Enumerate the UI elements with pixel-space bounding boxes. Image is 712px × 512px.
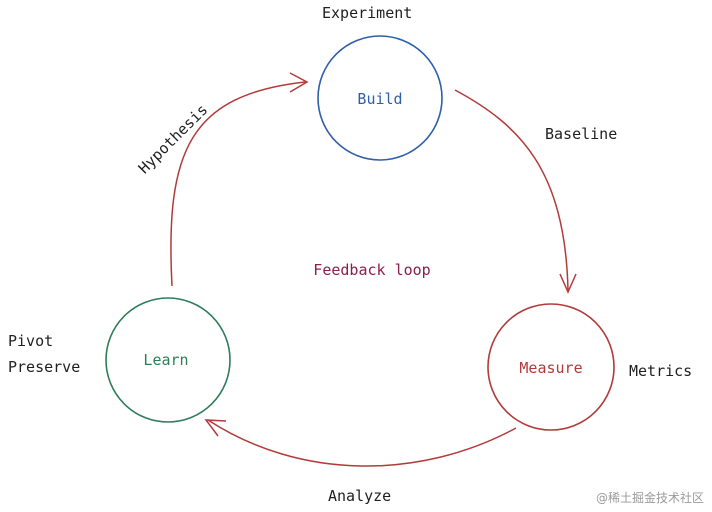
build-node-circle [317,35,443,161]
experiment-label: Experiment [322,4,413,22]
edge-build-to-measure [454,89,569,291]
learn-node-circle [105,297,231,423]
pivot-label: Pivot [8,332,54,350]
arrowhead-learn [204,419,227,437]
feedback-loop-label: Feedback loop [313,261,431,279]
preserve-label: Preserve [8,358,81,376]
analyze-label: Analyze [328,487,392,505]
edge-measure-to-learn [207,419,517,467]
baseline-label: Baseline [545,125,618,143]
learn-node-label: Learn [143,351,189,369]
build-node-label: Build [357,90,403,108]
arrowhead-measure [559,273,577,294]
edge-learn-to-build [170,81,306,287]
measure-node-label: Measure [519,359,583,377]
metrics-label: Metrics [629,362,693,380]
measure-node-circle [487,303,615,431]
watermark: @稀土掘金技术社区 [595,491,704,505]
arrowhead-build [289,72,309,93]
